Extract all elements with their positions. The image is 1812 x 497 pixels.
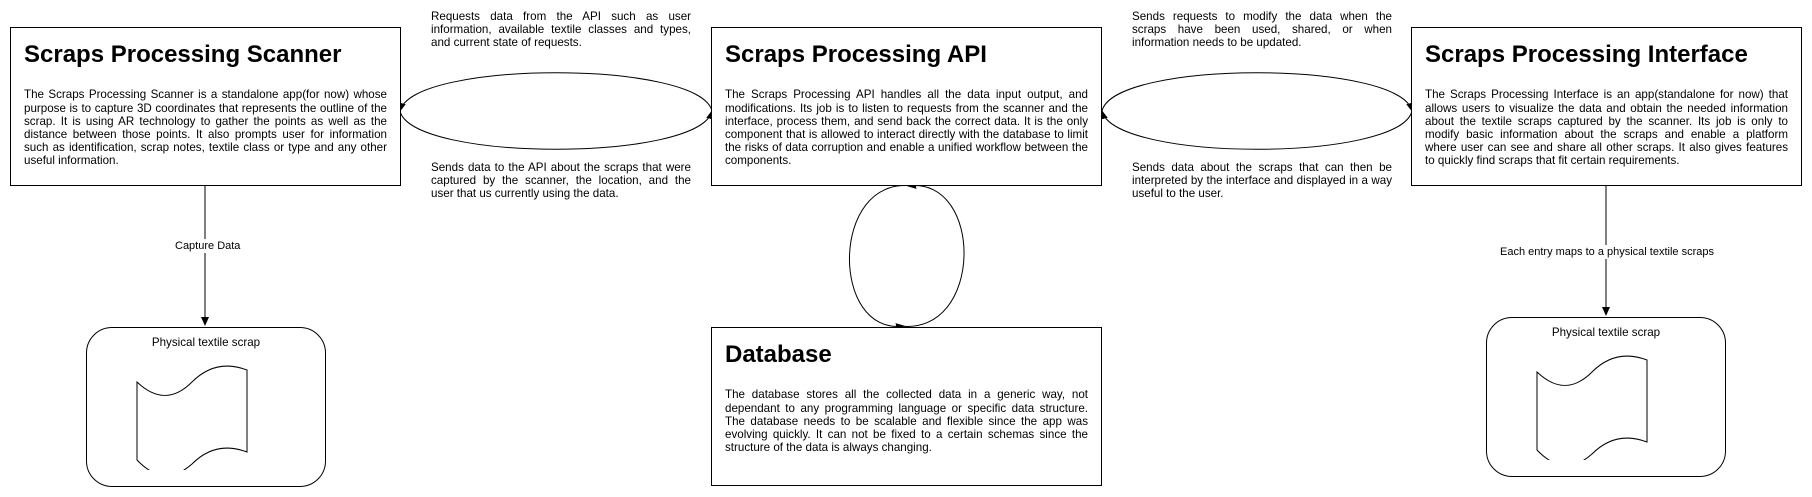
- scanner-api-request-connector: [397, 72, 713, 112]
- maps-to-scrap-label: Each entry maps to a physical textile sc…: [1498, 245, 1716, 259]
- database-description: The database stores all the collected da…: [725, 388, 1088, 455]
- interface-description: The Scraps Processing Interface is an ap…: [1425, 88, 1788, 168]
- scanner-api-request-note: Requests data from the API such as user …: [431, 10, 691, 50]
- physical-scrap-left[interactable]: Physical textile scrap: [86, 327, 326, 487]
- database-title: Database: [725, 341, 832, 368]
- scanner-description: The Scraps Processing Scanner is a stand…: [24, 88, 387, 168]
- scanner-box[interactable]: Scraps Processing Scanner The Scraps Pro…: [10, 27, 401, 186]
- api-description: The Scraps Processing API handles all th…: [725, 88, 1088, 168]
- scanner-api-send-note: Sends data to the API about the scraps t…: [431, 161, 691, 201]
- textile-scrap-icon: [136, 365, 248, 470]
- api-database-up-connector: [899, 181, 965, 327]
- scanner-title: Scraps Processing Scanner: [24, 41, 342, 68]
- interface-box[interactable]: Scraps Processing Interface The Scraps P…: [1411, 27, 1802, 186]
- physical-scrap-right[interactable]: Physical textile scrap: [1486, 317, 1726, 477]
- api-interface-request-note: Sends requests to modify the data when t…: [1132, 10, 1392, 50]
- api-interface-request-connector: [1101, 72, 1415, 112]
- capture-data-label: Capture Data: [173, 239, 243, 253]
- api-box[interactable]: Scraps Processing API The Scraps Process…: [711, 27, 1102, 186]
- api-interface-send-connector: [1099, 110, 1413, 150]
- physical-scrap-right-title: Physical textile scrap: [1551, 326, 1661, 339]
- api-database-down-connector: [849, 185, 913, 332]
- textile-scrap-icon: [1536, 355, 1648, 460]
- physical-scrap-left-title: Physical textile scrap: [151, 336, 261, 349]
- interface-title: Scraps Processing Interface: [1425, 41, 1748, 68]
- api-title: Scraps Processing API: [725, 41, 987, 68]
- database-box[interactable]: Database The database stores all the col…: [711, 327, 1102, 486]
- scanner-api-send-connector: [399, 110, 715, 150]
- api-interface-send-note: Sends data about the scraps that can the…: [1132, 161, 1392, 201]
